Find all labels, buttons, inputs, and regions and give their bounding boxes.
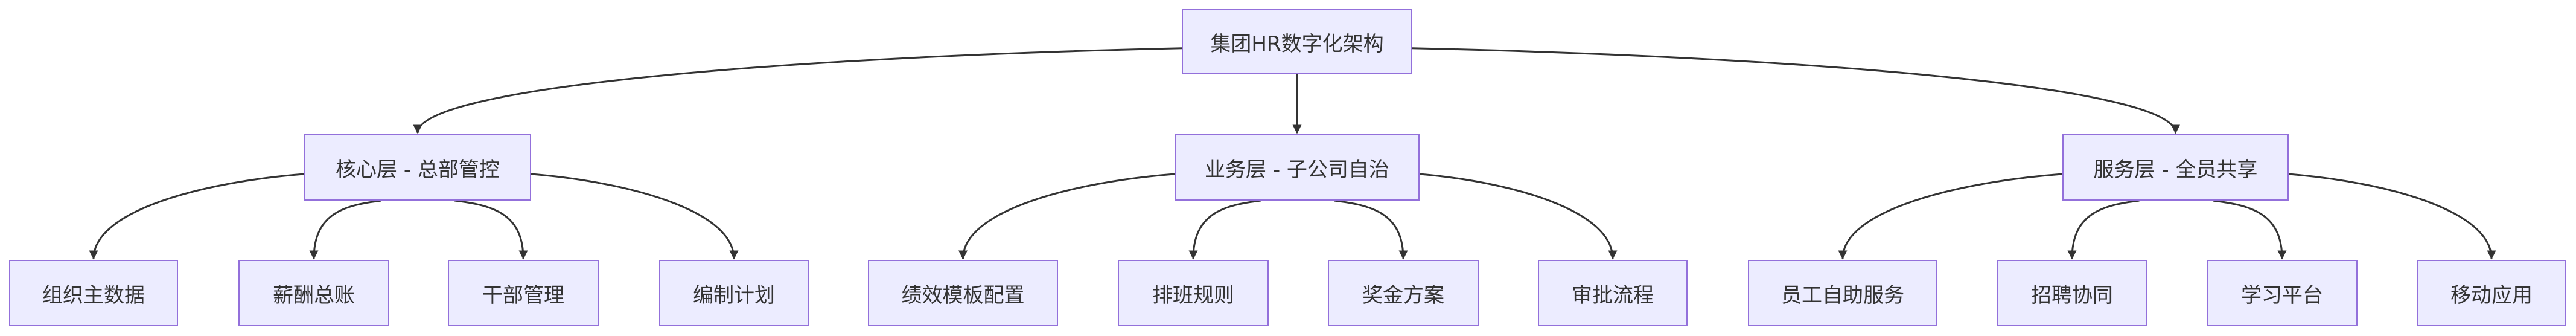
edge-layer-1-to-leaf-0 xyxy=(958,173,1175,260)
layer-node-service: 服务层 - 全员共享 xyxy=(2062,134,2289,201)
edge-layer-2-to-leaf-0 xyxy=(1838,173,2063,260)
leaf-node: 招聘协同 xyxy=(1997,260,2147,326)
leaf-node: 干部管理 xyxy=(448,260,599,326)
edge-root-to-layer-0 xyxy=(413,47,1182,134)
layer-node-business: 业务层 - 子公司自治 xyxy=(1175,134,1420,201)
leaf-node: 学习平台 xyxy=(2207,260,2358,326)
leaf-node: 绩效模板配置 xyxy=(868,260,1058,326)
edge-root-to-layer-2 xyxy=(1412,47,2180,134)
edge-layer-0-to-leaf-2 xyxy=(454,199,528,260)
edge-layer-0-to-leaf-1 xyxy=(309,199,381,260)
leaf-node: 审批流程 xyxy=(1538,260,1688,326)
edge-layer-0-to-leaf-3 xyxy=(531,173,739,260)
layer-node-core: 核心层 - 总部管控 xyxy=(304,134,531,201)
edge-layer-2-to-leaf-1 xyxy=(2067,199,2140,260)
edge-layer-1-to-leaf-3 xyxy=(1419,173,1618,260)
leaf-node: 组织主数据 xyxy=(9,260,178,326)
edge-layer-0-to-leaf-0 xyxy=(89,173,305,260)
root-node: 集团HR数字化架构 xyxy=(1182,9,1412,74)
edge-layer-1-to-leaf-2 xyxy=(1334,199,1408,260)
edge-layer-2-to-leaf-3 xyxy=(2288,173,2496,260)
edge-layer-2-to-leaf-2 xyxy=(2213,199,2287,260)
edge-layer-1-to-leaf-1 xyxy=(1188,199,1261,260)
leaf-node: 奖金方案 xyxy=(1328,260,1479,326)
leaf-node: 编制计划 xyxy=(659,260,809,326)
leaf-node: 移动应用 xyxy=(2417,260,2566,326)
leaf-node: 排班规则 xyxy=(1118,260,1269,326)
leaf-node: 员工自助服务 xyxy=(1748,260,1937,326)
leaf-node: 薪酬总账 xyxy=(238,260,389,326)
